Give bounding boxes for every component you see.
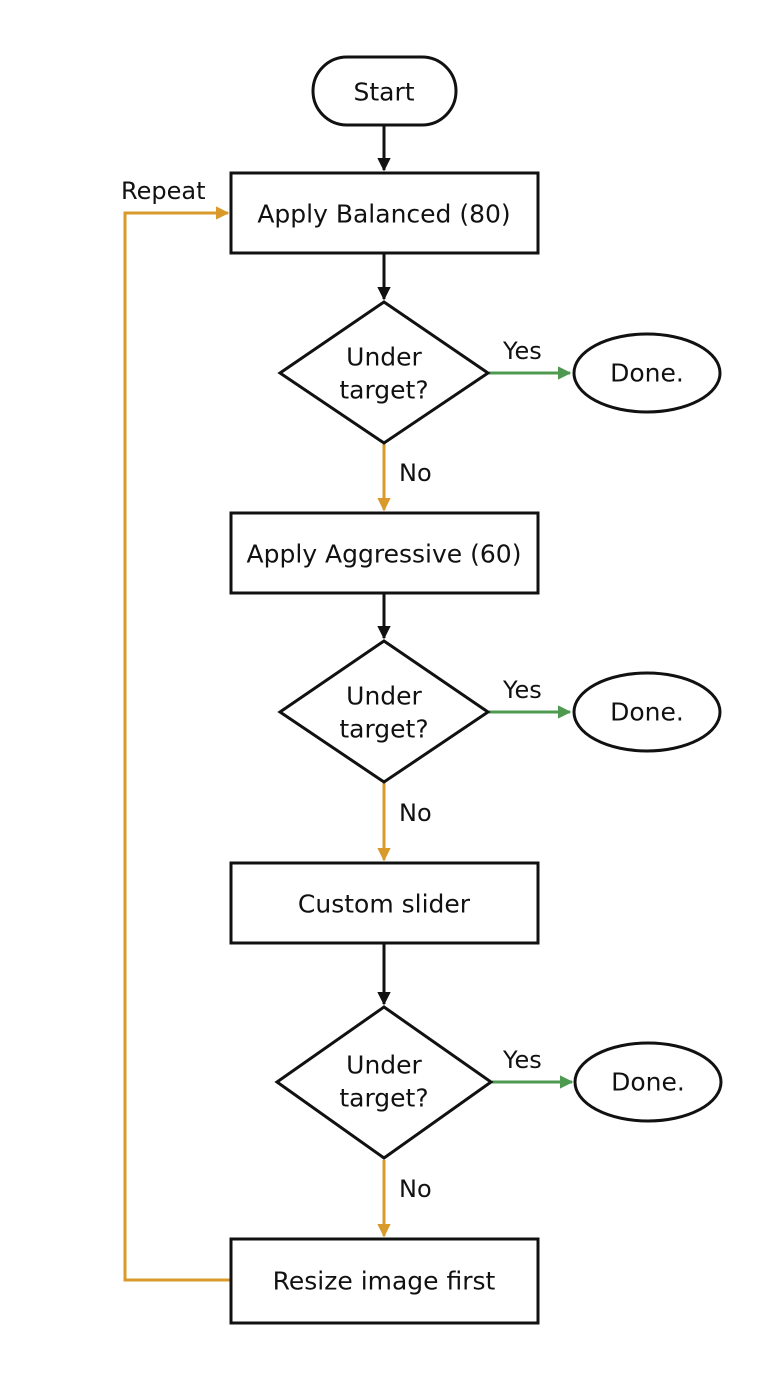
node-resize-image: Resize image first [229,1237,540,1325]
decision-1-line-2: target? [339,376,428,405]
yes-label-2: Yes [502,676,542,704]
done-3-label: Done. [611,1068,685,1097]
decision-3-diamond [274,1005,494,1160]
decision-1: Under target? [277,300,491,445]
resize-image-label: Resize image first [273,1267,496,1296]
apply-balanced-box [229,171,540,255]
decision-1-diamond [277,300,491,445]
node-apply-balanced: Apply Balanced (80) [229,171,540,255]
no-label-1: No [399,459,432,487]
decision-2-diamond [277,639,491,784]
edge-repeat-loop [123,206,231,1282]
decision-3-line-2: target? [339,1084,428,1113]
decision-2-line-1: Under [346,682,422,711]
decision-2: Under target? [277,639,491,784]
apply-balanced-label: Apply Balanced (80) [257,200,510,229]
done-1-label: Done. [610,359,684,388]
resize-image-box [229,1237,540,1325]
node-start: Start [311,55,458,127]
decision-1-line-1: Under [346,343,422,372]
apply-aggressive-box [229,511,540,595]
yes-label-3: Yes [502,1046,542,1074]
no-label-3: No [399,1175,432,1203]
node-done-1: Done. [572,332,722,414]
done-2-label: Done. [610,698,684,727]
decision-2-line-2: target? [339,715,428,744]
repeat-label: Repeat [121,177,205,205]
start-terminator [311,55,458,127]
custom-slider-label: Custom slider [298,890,471,919]
edges [123,126,574,1282]
node-done-2: Done. [572,671,722,753]
done-2-terminator [572,671,722,753]
node-custom-slider: Custom slider [229,861,540,945]
no-label-2: No [399,799,432,827]
node-apply-aggressive: Apply Aggressive (60) [229,511,540,595]
custom-slider-box [229,861,540,945]
done-3-terminator [573,1041,723,1123]
branch-labels: Repeat Yes No Yes No Yes No [121,177,542,1203]
node-done-3: Done. [573,1041,723,1123]
decision-3-line-1: Under [346,1051,422,1080]
done-1-terminator [572,332,722,414]
apply-aggressive-label: Apply Aggressive (60) [247,540,522,569]
start-label: Start [353,78,414,107]
decision-3: Under target? [274,1005,494,1160]
yes-label-1: Yes [502,337,542,365]
